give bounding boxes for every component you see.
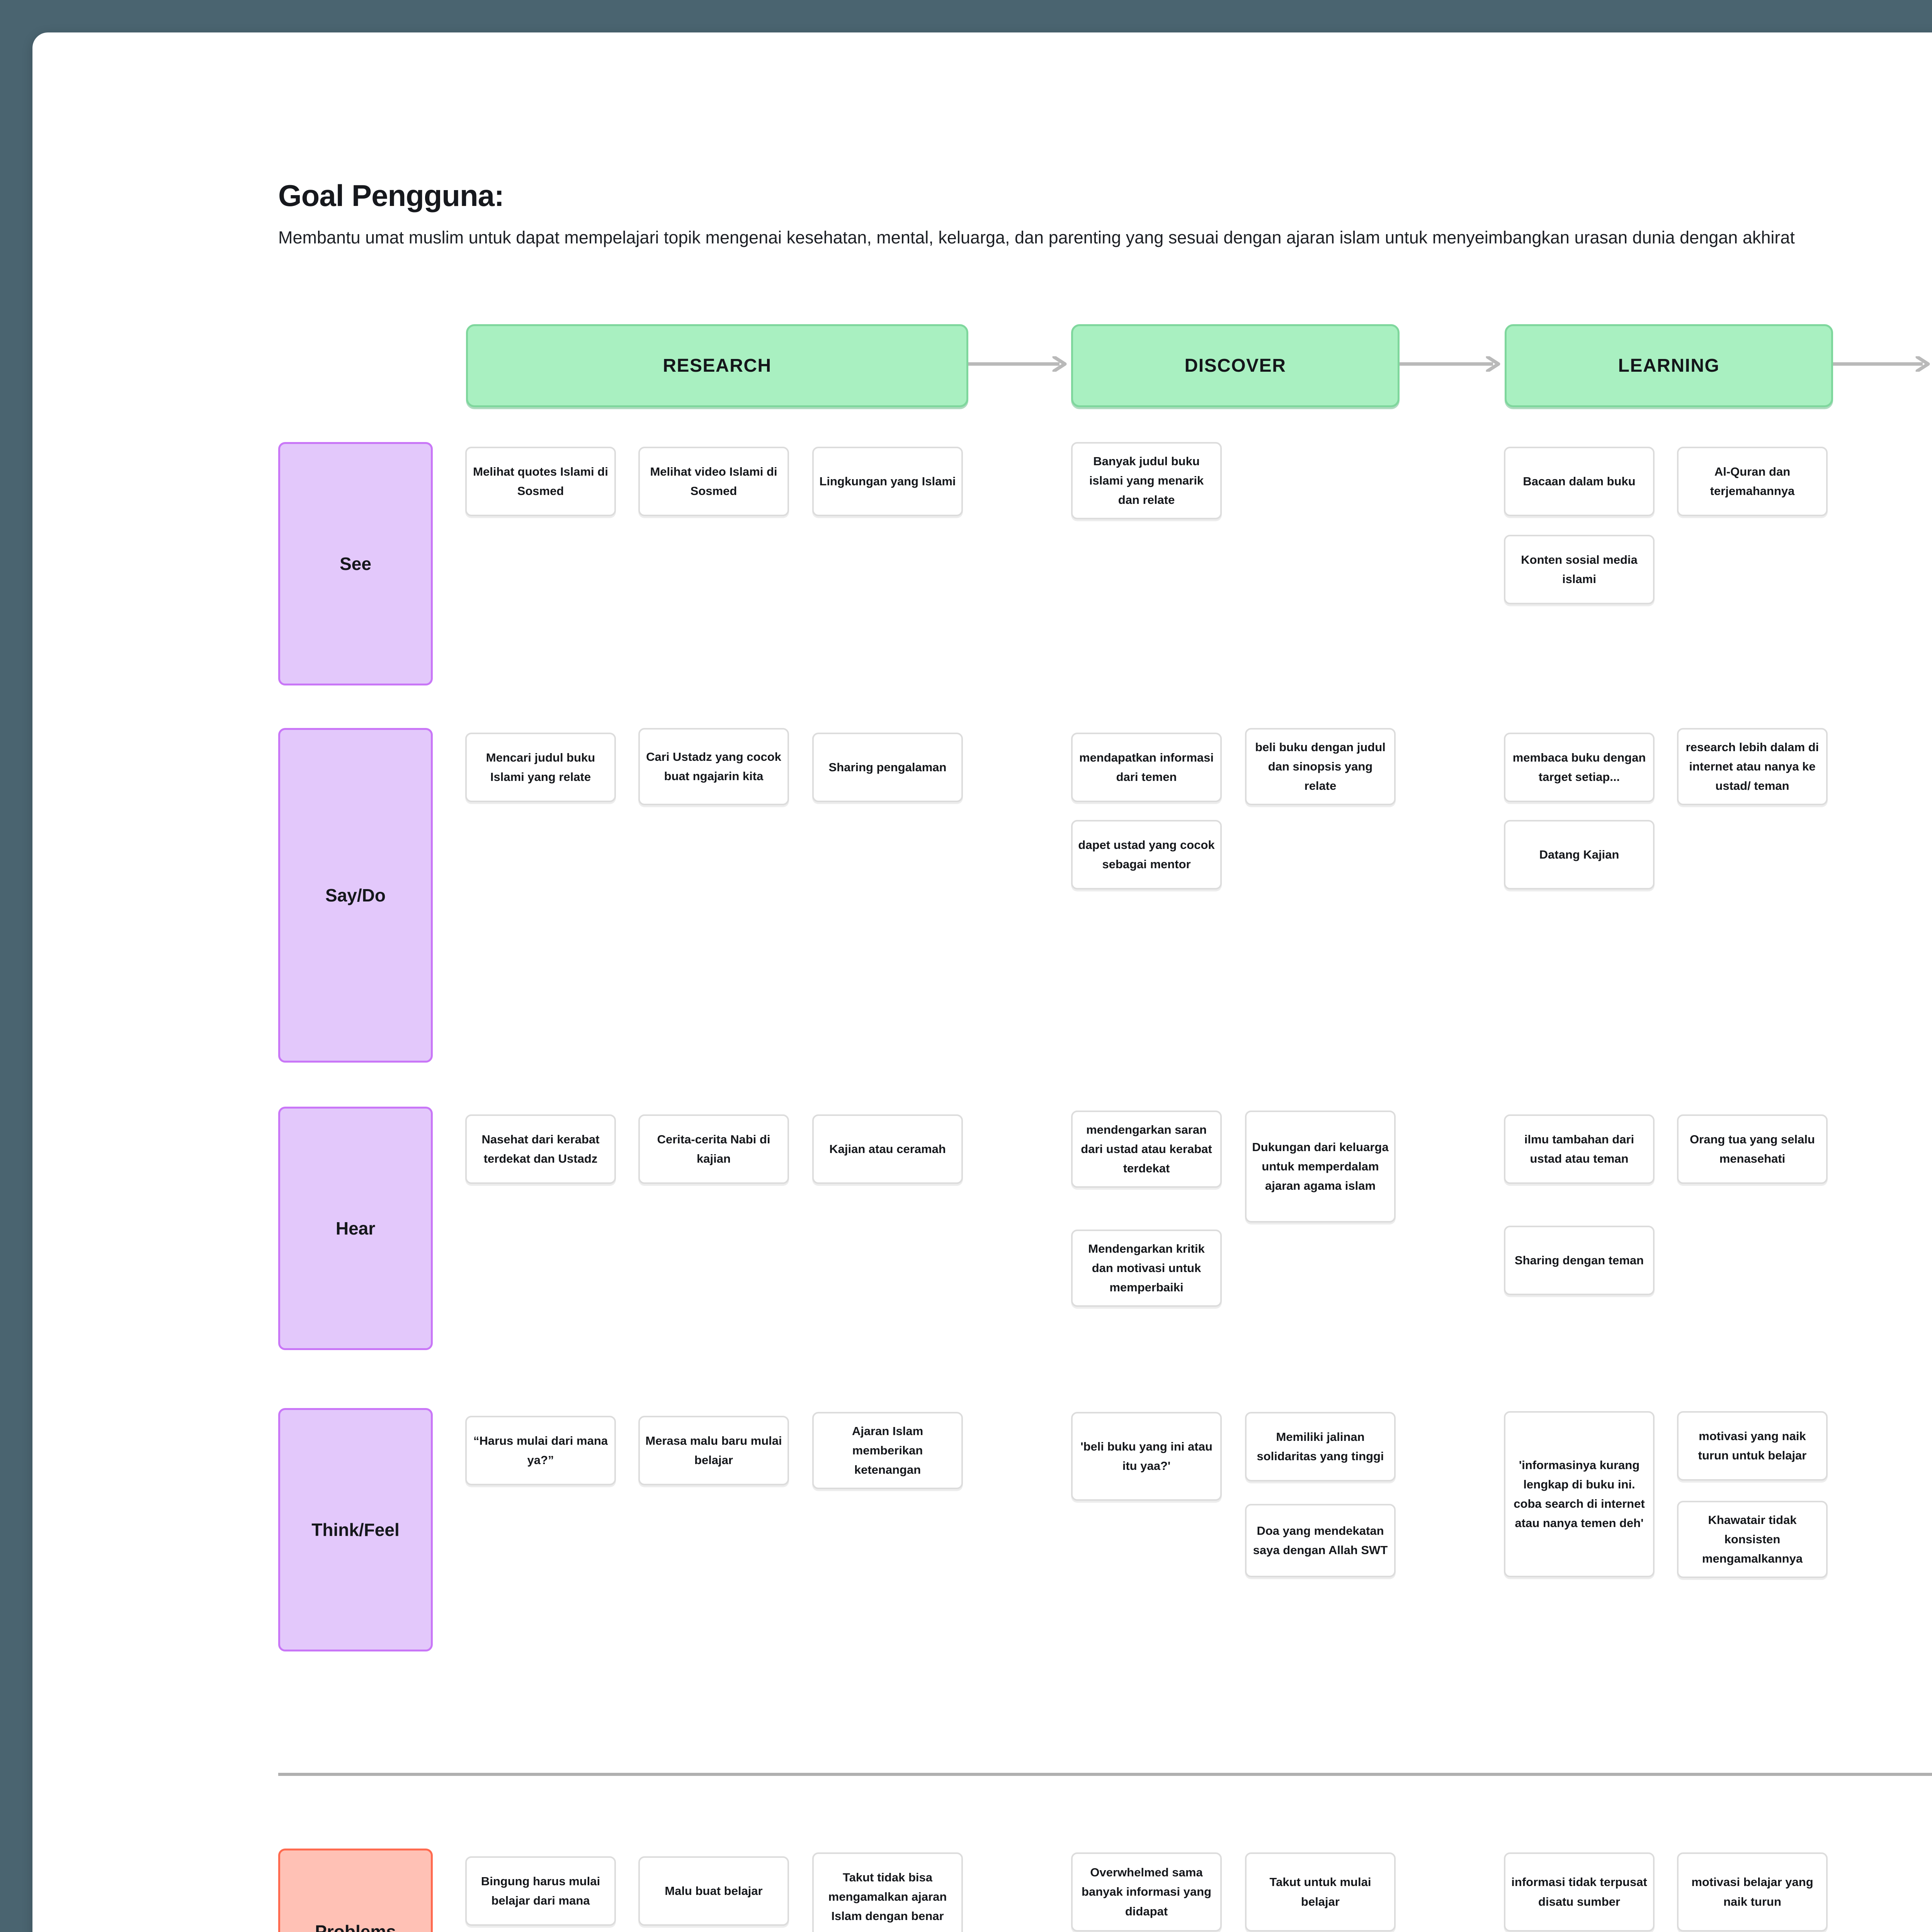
card-see-research-0[interactable]: Melihat quotes Islami di Sosmed	[465, 447, 616, 516]
phase-learning[interactable]: LEARNING	[1505, 324, 1833, 407]
card-see-learning-1[interactable]: Al-Quran dan terjemahannya	[1677, 447, 1828, 516]
card-saydo-research-2[interactable]: Sharing pengalaman	[812, 733, 963, 802]
card-thinkfeel-learning-2[interactable]: Khawatair tidak konsisten mengamalkannya	[1677, 1501, 1828, 1578]
card-saydo-learning-0[interactable]: membaca buku dengan target setiap...	[1504, 733, 1655, 802]
card-hear-research-2[interactable]: Kajian atau ceramah	[812, 1114, 963, 1184]
arrow-discover-to-learning	[1400, 356, 1501, 372]
row-label-problems[interactable]: Problems	[278, 1849, 433, 1932]
phase-research[interactable]: RESEARCH	[466, 324, 968, 407]
row-label-see[interactable]: See	[278, 442, 433, 685]
card-thinkfeel-discover-2[interactable]: Doa yang mendekatan saya dengan Allah SW…	[1245, 1504, 1396, 1577]
card-problems-discover-1[interactable]: Takut untuk mulai belajar	[1245, 1852, 1396, 1932]
phase-label: LEARNING	[1618, 355, 1720, 376]
journey-map-board: Goal Pengguna: Membantu umat muslim untu…	[32, 32, 1932, 1932]
card-problems-research-2[interactable]: Takut tidak bisa mengamalkan ajaran Isla…	[812, 1852, 963, 1932]
card-hear-learning-2[interactable]: Sharing dengan teman	[1504, 1226, 1655, 1295]
row-label-text: Say/Do	[325, 885, 386, 905]
card-thinkfeel-research-0[interactable]: “Harus mulai dari mana ya?”	[465, 1416, 616, 1485]
card-thinkfeel-discover-0[interactable]: 'beli buku yang ini atau itu yaa?'	[1071, 1412, 1222, 1501]
card-hear-discover-2[interactable]: Mendengarkan kritik dan motivasi untuk m…	[1071, 1230, 1222, 1307]
card-hear-discover-1[interactable]: Dukungan dari keluarga untuk memperdalam…	[1245, 1111, 1396, 1223]
arrow-research-to-discover	[968, 356, 1067, 372]
card-saydo-learning-1[interactable]: research lebih dalam di internet atau na…	[1677, 728, 1828, 805]
card-hear-discover-0[interactable]: mendengarkan saran dari ustad atau kerab…	[1071, 1111, 1222, 1188]
card-see-research-1[interactable]: Melihat video Islami di Sosmed	[638, 447, 789, 516]
card-problems-learning-0[interactable]: informasi tidak terpusat disatu sumber	[1504, 1852, 1655, 1932]
card-saydo-discover-0[interactable]: mendapatkan informasi dari temen	[1071, 733, 1222, 802]
phase-label: DISCOVER	[1184, 355, 1286, 376]
card-problems-learning-1[interactable]: motivasi belajar yang naik turun	[1677, 1852, 1828, 1932]
card-problems-discover-0[interactable]: Overwhelmed sama banyak informasi yang d…	[1071, 1852, 1222, 1932]
row-label-text: See	[340, 554, 371, 574]
card-saydo-discover-2[interactable]: dapet ustad yang cocok sebagai mentor	[1071, 820, 1222, 889]
page-title: Goal Pengguna:	[278, 179, 504, 213]
card-saydo-research-0[interactable]: Mencari judul buku Islami yang relate	[465, 733, 616, 802]
page-subtitle: Membantu umat muslim untuk dapat mempela…	[278, 228, 1795, 247]
card-see-research-2[interactable]: Lingkungan yang Islami	[812, 447, 963, 516]
arrow-learning-to-implementasi	[1833, 356, 1930, 372]
card-hear-learning-1[interactable]: Orang tua yang selalu menasehati	[1677, 1114, 1828, 1184]
card-see-learning-0[interactable]: Bacaan dalam buku	[1504, 447, 1655, 516]
card-hear-learning-0[interactable]: ilmu tambahan dari ustad atau teman	[1504, 1114, 1655, 1184]
card-thinkfeel-research-2[interactable]: Ajaran Islam memberikan ketenangan	[812, 1412, 963, 1489]
card-saydo-discover-1[interactable]: beli buku dengan judul dan sinopsis yang…	[1245, 728, 1396, 805]
row-label-text: Think/Feel	[311, 1520, 400, 1540]
card-see-discover-0[interactable]: Banyak judul buku islami yang menarik da…	[1071, 442, 1222, 519]
card-saydo-learning-2[interactable]: Datang Kajian	[1504, 820, 1655, 889]
card-hear-research-0[interactable]: Nasehat dari kerabat terdekat dan Ustadz	[465, 1114, 616, 1184]
row-label-hear[interactable]: Hear	[278, 1107, 433, 1350]
card-hear-research-1[interactable]: Cerita-cerita Nabi di kajian	[638, 1114, 789, 1184]
card-problems-research-0[interactable]: Bingung harus mulai belajar dari mana	[465, 1856, 616, 1926]
row-label-text: Hear	[335, 1218, 376, 1238]
phase-discover[interactable]: DISCOVER	[1071, 324, 1400, 407]
journey-direction-arrow	[278, 1763, 1932, 1786]
card-see-learning-2[interactable]: Konten sosial media islami	[1504, 535, 1655, 604]
card-thinkfeel-discover-1[interactable]: Memiliki jalinan solidaritas yang tinggi	[1245, 1412, 1396, 1481]
phase-label: RESEARCH	[663, 355, 772, 376]
card-saydo-research-1[interactable]: Cari Ustadz yang cocok buat ngajarin kit…	[638, 728, 789, 805]
row-label-saydo[interactable]: Say/Do	[278, 728, 433, 1063]
card-thinkfeel-research-1[interactable]: Merasa malu baru mulai belajar	[638, 1416, 789, 1485]
row-label-thinkfeel[interactable]: Think/Feel	[278, 1408, 433, 1651]
card-problems-research-1[interactable]: Malu buat belajar	[638, 1856, 789, 1926]
card-thinkfeel-learning-1[interactable]: motivasi yang naik turun untuk belajar	[1677, 1411, 1828, 1481]
row-label-text: Problems	[315, 1922, 396, 1932]
card-thinkfeel-learning-0[interactable]: 'informasinya kurang lengkap di buku ini…	[1504, 1411, 1655, 1577]
